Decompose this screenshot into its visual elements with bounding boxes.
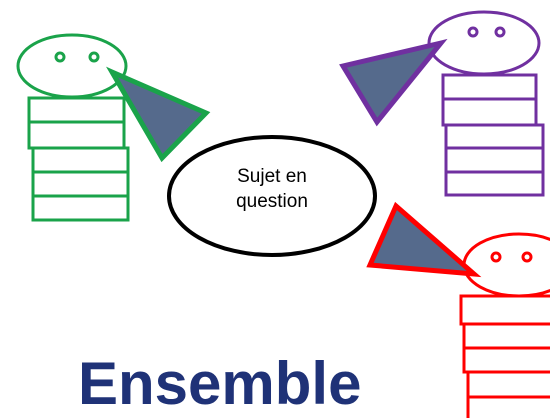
green-body-stack: [27, 96, 130, 222]
green-body-block: [31, 170, 130, 198]
purple-body-block: [441, 97, 538, 127]
red-body-block: [459, 294, 550, 326]
green-body-block: [27, 96, 126, 124]
purple-body-block: [444, 170, 545, 197]
green-head: [16, 33, 128, 99]
page-title: Ensemble: [78, 350, 362, 417]
red-figure: [366, 201, 550, 418]
purple-body-stack: [441, 73, 545, 197]
red-body-block: [466, 395, 550, 418]
green-eye-icon: [88, 51, 100, 63]
red-eye-icon: [521, 251, 533, 263]
green-gaze-cone: [106, 66, 211, 163]
red-body-block: [462, 322, 550, 350]
red-head: [462, 232, 550, 298]
green-body-block: [31, 194, 130, 222]
red-body-block: [466, 370, 550, 399]
red-gaze-cone: [366, 201, 482, 278]
green-body-block: [31, 146, 130, 174]
green-body-block: [27, 120, 126, 150]
green-eye-icon: [54, 51, 66, 63]
purple-body-block: [444, 123, 545, 150]
purple-figure: [339, 10, 545, 197]
subject-bubble-line-2: question: [236, 191, 308, 212]
purple-eye-icon: [494, 26, 506, 38]
subject-bubble: [167, 135, 377, 257]
red-body-block: [462, 346, 550, 374]
green-figure: [16, 33, 211, 222]
subject-bubble-line-1: Sujet en: [237, 166, 307, 187]
purple-body-block: [441, 73, 538, 101]
red-body-stack: [459, 294, 550, 418]
purple-body-block: [444, 146, 545, 174]
purple-eye-icon: [467, 26, 479, 38]
purple-gaze-cone: [339, 38, 448, 127]
subject-bubble-label: Sujet en question: [172, 164, 372, 214]
purple-head: [427, 10, 541, 76]
red-eye-icon: [490, 251, 502, 263]
